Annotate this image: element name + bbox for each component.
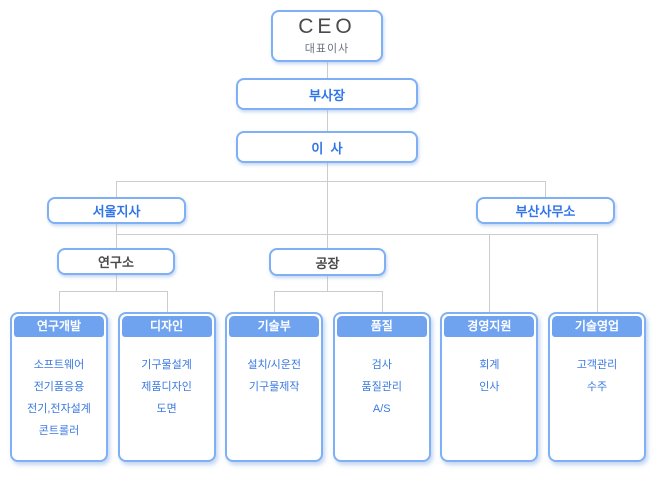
connector-line: [116, 181, 117, 197]
department-header: 디자인: [121, 316, 212, 337]
department-item: 제품디자인: [141, 381, 192, 393]
node-vice-president: 부사장: [236, 78, 418, 110]
department-item: 수주: [586, 381, 608, 393]
connector-line: [116, 234, 597, 235]
connector-line: [274, 291, 275, 312]
connector-line: [597, 234, 598, 312]
connector-line: [116, 224, 117, 248]
connector-line: [116, 275, 117, 291]
connector-line: [489, 234, 490, 312]
node-label: 공장: [315, 255, 340, 271]
department-item: 콘트롤러: [38, 425, 80, 437]
node-label: 부산사무소: [515, 204, 576, 219]
department-item: A/S: [372, 403, 391, 415]
connector-line: [327, 62, 328, 78]
ceo-title: CEO: [298, 15, 356, 38]
node-director: 이 사: [236, 131, 418, 163]
connector-line: [167, 291, 168, 312]
connector-line: [116, 181, 545, 182]
connector-line: [327, 276, 328, 291]
connector-line: [382, 291, 383, 312]
department-item: 소프트웨어: [33, 359, 85, 371]
department-item: 전기,전자설계: [27, 403, 91, 415]
node-research-institute: 연구소: [57, 248, 175, 275]
node-label: 이 사: [311, 140, 343, 156]
department-item: 검사: [371, 359, 392, 371]
node-label: 서울지사: [92, 204, 141, 219]
department-item: 인사: [479, 381, 500, 393]
department-item: 회계: [479, 359, 500, 371]
node-label: 연구소: [98, 255, 134, 270]
department-header: 경영지원: [444, 316, 535, 337]
connector-line: [59, 291, 60, 312]
department-header: 기술부: [229, 316, 320, 337]
department-header: 연구개발: [14, 316, 104, 337]
connector-line: [327, 110, 328, 131]
node-busan-office: 부산사무소: [476, 197, 615, 224]
department-item: 기구물제작: [248, 381, 300, 393]
node-label: 부사장: [309, 87, 345, 103]
department-item: 전기품응용: [33, 381, 85, 393]
connector-line: [274, 291, 382, 292]
node-factory: 공장: [269, 248, 386, 276]
node-seoul-branch: 서울지사: [47, 197, 186, 224]
department-item: 도면: [156, 403, 177, 415]
connector-line: [59, 291, 167, 292]
connector-line: [327, 163, 328, 248]
department-item: 품질관리: [361, 381, 403, 393]
node-ceo: CEO 대표이사: [271, 10, 383, 62]
department-item: 설치/시운전: [247, 359, 302, 371]
department-item: 기구물설계: [141, 359, 192, 371]
connector-line: [545, 181, 546, 197]
ceo-subtitle: 대표이사: [304, 43, 350, 55]
department-header: 품질: [336, 316, 427, 337]
department-header: 기술영업: [551, 316, 642, 337]
department-item: 고객관리: [576, 359, 618, 371]
